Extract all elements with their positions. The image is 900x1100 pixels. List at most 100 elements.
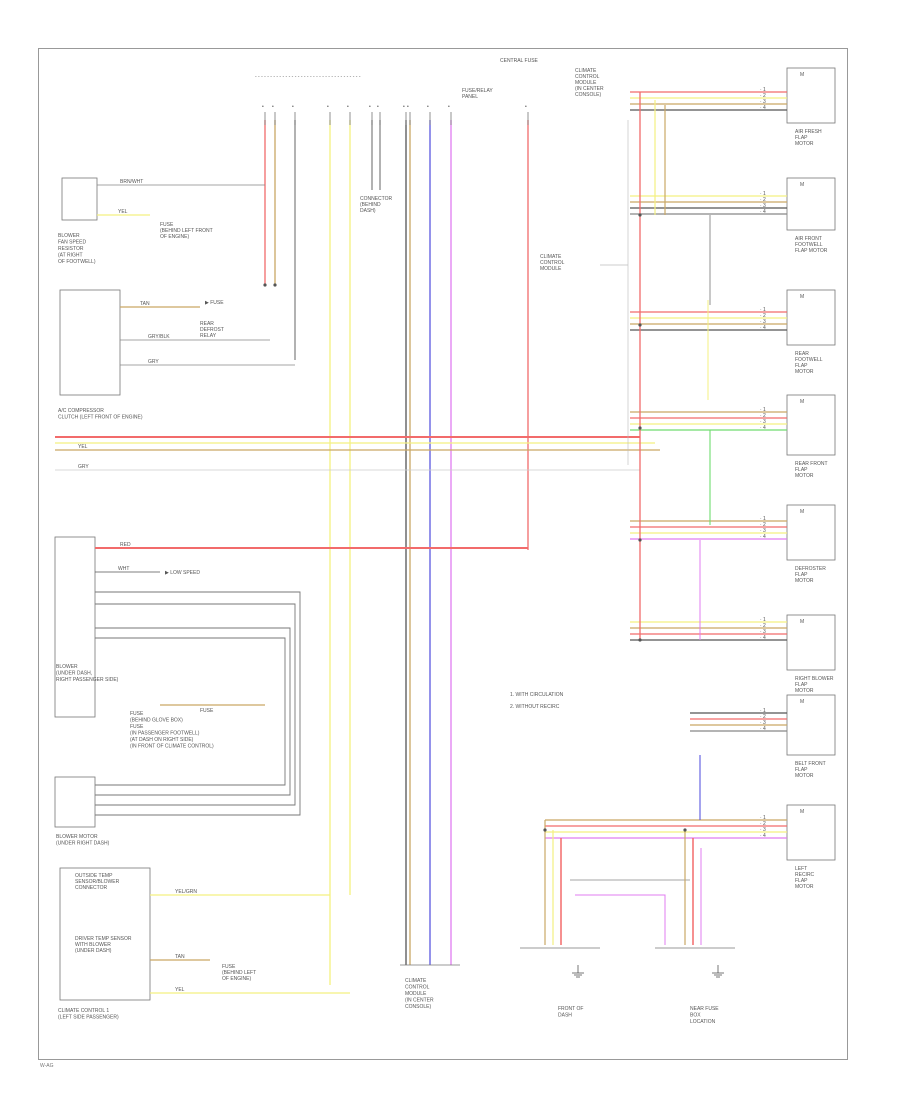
climate-control-1-label: CLIMATE CONTROL 1 (58, 1008, 109, 1014)
motor-symbol: M (800, 182, 804, 188)
wire-label: TAN (140, 301, 150, 307)
climate-control-module-center: CONTROL (540, 260, 565, 266)
legend: 2. WITHOUT RECIRC (510, 704, 560, 710)
flap-motor-label-3: REAR (795, 351, 809, 357)
g-wire-5 (575, 894, 666, 945)
flap-motor-label-4: REAR FRONT (795, 461, 828, 467)
fuse-panel-label: PANEL (462, 94, 478, 100)
flap-motor-label-1: FLAP (795, 135, 808, 141)
splice-dot-0 (263, 283, 267, 287)
pin-number: · 3 (760, 528, 766, 534)
fuse-block-label: (IN FRONT OF CLIMATE CONTROL) (130, 744, 214, 750)
pin-number: · 2 (760, 313, 766, 319)
connector-label: (BEHIND (360, 202, 381, 208)
motor-symbol: M (800, 619, 804, 625)
climate-control-module-label: CONSOLE) (405, 1004, 431, 1010)
pin-number: · 1 (760, 708, 766, 714)
blower-label: BLOWER (56, 664, 78, 670)
pin-number: · 3 (760, 99, 766, 105)
climate-control-module-label: CLIMATE (405, 978, 427, 984)
flap-motor-label-2: FOOTWELL (795, 242, 823, 248)
connector-label: CONNECTOR (360, 196, 393, 202)
pin-number: · 4 (760, 726, 766, 732)
blower-motor-label: (UNDER RIGHT DASH) (56, 841, 110, 847)
top-right-module-label: (IN CENTER (575, 86, 604, 92)
pin-marker: • (262, 104, 264, 110)
top-right-module-label: CONTROL (575, 74, 600, 80)
flap-motor-label-8: FLAP (795, 878, 808, 884)
flap-motor-box-1 (786, 67, 836, 124)
top-fuse-note: CENTRAL FUSE (500, 58, 539, 64)
fuse-block-label: (BEHIND GLOVE BOX) (130, 718, 183, 724)
flap-motor-box-6 (786, 614, 836, 671)
splice-dot-5 (638, 538, 642, 542)
splice-dot-8 (683, 828, 687, 832)
c7-fuse-note: FUSE (222, 964, 236, 970)
relay-label: DEFROST (200, 327, 224, 333)
flap-motor-label-8: RECIRC (795, 872, 815, 878)
pin-number: · 2 (760, 93, 766, 99)
pin-number: · 2 (760, 413, 766, 419)
c1-fuse-note: (BEHIND LEFT FRONT (160, 228, 213, 234)
blower-label: (UNDER DASH, (56, 671, 92, 677)
pin-number: · 3 (760, 319, 766, 325)
ground-2-label: NEAR FUSE (690, 1006, 719, 1012)
blower-wire-4 (95, 603, 296, 806)
top-right-module-label: CLIMATE (575, 68, 597, 74)
wire-label: YEL (175, 987, 185, 993)
pin-number: · 1 (760, 191, 766, 197)
pin-marker: • (407, 104, 409, 110)
relay-label: RELAY (200, 333, 217, 339)
pin-number: · 1 (760, 407, 766, 413)
c1-fuse-note: OF ENGINE) (160, 234, 190, 240)
legend: 1. WITH CIRCULATION (510, 692, 564, 698)
blower-wire-6 (95, 637, 286, 786)
pin-number: · 4 (760, 209, 766, 215)
flap-motor-label-3: FLAP (795, 363, 808, 369)
flap-motor-label-8: LEFT (795, 866, 807, 872)
c1-fuse-note: FUSE (160, 222, 174, 228)
climate-control-module-center: MODULE (540, 266, 562, 272)
flap-motor-box-4 (786, 394, 836, 456)
wire-label: GRY (78, 464, 89, 470)
blower-resistor-label: FAN SPEED (58, 240, 86, 246)
flap-motor-box-5 (786, 504, 836, 561)
pin-marker: • (448, 104, 450, 110)
top-right-module-label: MODULE (575, 80, 597, 86)
pin-marker: • (377, 104, 379, 110)
flap-motor-label-5: DEFROSTER (795, 566, 826, 572)
pin-number: · 2 (760, 623, 766, 629)
pin-number: · 1 (760, 617, 766, 623)
flap-motor-label-6: MOTOR (795, 688, 814, 694)
pin-number: · 4 (760, 833, 766, 839)
climate-control-module-label: (IN CENTER (405, 998, 434, 1004)
splice-dot-4 (638, 426, 642, 430)
ground-1-label: DASH (558, 1013, 572, 1019)
splice-dot-2 (638, 213, 642, 217)
blower-resistor-label: (AT RIGHT (58, 253, 83, 259)
pin-number: · 1 (760, 516, 766, 522)
pin-marker: • (525, 104, 527, 110)
pin-number: · 3 (760, 419, 766, 425)
ground-2-label: BOX (690, 1013, 701, 1019)
fuse-panel-label: FUSE/RELAY (462, 88, 493, 94)
flap-motor-label-2: FLAP MOTOR (795, 248, 828, 254)
wire-label: WHT (118, 566, 129, 572)
pin-number: · 1 (760, 87, 766, 93)
blower-box (54, 536, 96, 718)
wire-label: YEL (118, 209, 128, 215)
pin-number: · 1 (760, 815, 766, 821)
pin-number: · 2 (760, 197, 766, 203)
motor-symbol: M (800, 509, 804, 515)
wire-label: BRN/WHT (120, 179, 143, 185)
flap-motor-label-4: MOTOR (795, 473, 814, 479)
ac-compressor-label: CLUTCH (LEFT FRONT OF ENGINE) (58, 415, 143, 421)
fuse-block-label: FUSE (130, 711, 144, 717)
pin-marker: • (427, 104, 429, 110)
relay-label: REAR (200, 321, 214, 327)
pin-number: · 3 (760, 629, 766, 635)
driver-temp-label: (UNDER DASH) (75, 948, 112, 954)
pin-number: · 4 (760, 635, 766, 641)
outside-temp-label: OUTSIDE TEMP (75, 873, 113, 879)
temp-sensor-box (59, 867, 151, 1001)
